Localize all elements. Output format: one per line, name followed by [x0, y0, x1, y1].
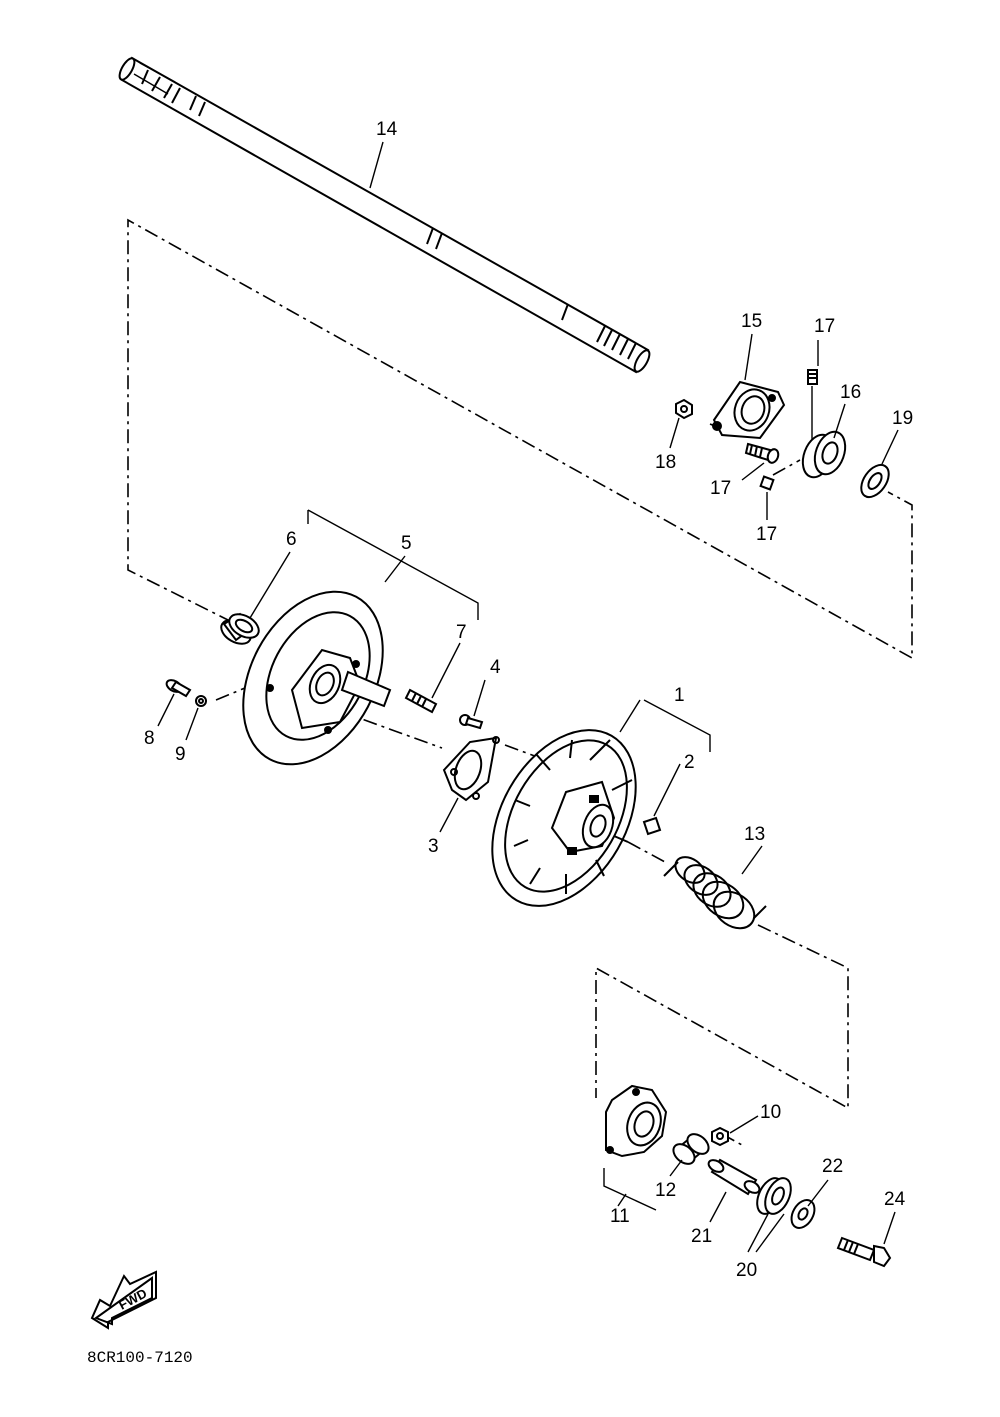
callout-5: 5	[401, 533, 412, 554]
callout-2: 2	[684, 752, 695, 773]
callout-10: 10	[760, 1102, 781, 1123]
bearing-part-21	[756, 1177, 792, 1215]
bearing-flange-part-15	[712, 380, 786, 440]
set-screw-part-17-bottom	[759, 475, 775, 491]
screw-part-4	[459, 714, 484, 730]
callout-13: 13	[744, 824, 765, 845]
set-screw-part-17-top	[807, 369, 818, 385]
pin-part-7	[404, 688, 438, 714]
cam-part-11	[605, 1084, 668, 1158]
nut-part-19	[675, 398, 693, 420]
callout-21: 20	[736, 1260, 757, 1281]
bearing-part-16	[801, 430, 847, 479]
spring-part-13	[663, 856, 767, 930]
nut-part-10	[711, 1126, 729, 1147]
callout-14: 14	[376, 119, 398, 140]
slider-part-2	[642, 816, 662, 836]
callout-18: 17	[710, 478, 731, 499]
callout-19: 18	[655, 452, 676, 473]
sliding-sheave-part-1	[491, 729, 637, 907]
callout-24: 24	[884, 1189, 906, 1210]
sleeve-part-22	[707, 1158, 761, 1196]
callout-16: 16	[840, 382, 861, 403]
washer-part-9	[195, 695, 207, 707]
screw-part-8	[165, 679, 192, 698]
washer-part-20	[860, 463, 890, 499]
callout-1: 1	[674, 685, 685, 706]
fwd-arrow-icon: FWD	[90, 1270, 157, 1330]
callout-3: 3	[428, 836, 439, 857]
callout-23: 22	[822, 1156, 843, 1177]
callout-15: 15	[741, 311, 762, 332]
callout-6: 6	[286, 529, 297, 550]
callout-11: 11	[610, 1206, 630, 1227]
bushing-part-12	[672, 1133, 710, 1165]
callout-17-top: 17	[814, 316, 835, 337]
callout-8: 8	[144, 728, 155, 749]
drawing-code: 8CR100-7120	[87, 1349, 193, 1367]
callout-20: 19	[892, 408, 913, 429]
callout-9: 9	[175, 744, 186, 765]
fixed-sheave-part-5	[242, 590, 392, 766]
callout-17-bottom: 17	[756, 524, 777, 545]
callout-labels: 14 15 17 16 19 18 17 17 6 5 7 4 1 8 9 2 …	[144, 119, 913, 1281]
callout-12: 12	[655, 1180, 676, 1201]
collar-part-6	[220, 612, 260, 645]
bolt-part-24	[836, 1236, 892, 1268]
callout-22: 21	[691, 1226, 712, 1247]
plate-part-3	[442, 736, 500, 802]
leader-lines	[157, 141, 899, 1253]
bolt-part-18	[744, 442, 780, 464]
callout-7: 7	[456, 622, 467, 643]
callout-4: 4	[490, 657, 501, 678]
washer-part-23	[790, 1199, 816, 1229]
shaft-part-14	[118, 56, 651, 374]
